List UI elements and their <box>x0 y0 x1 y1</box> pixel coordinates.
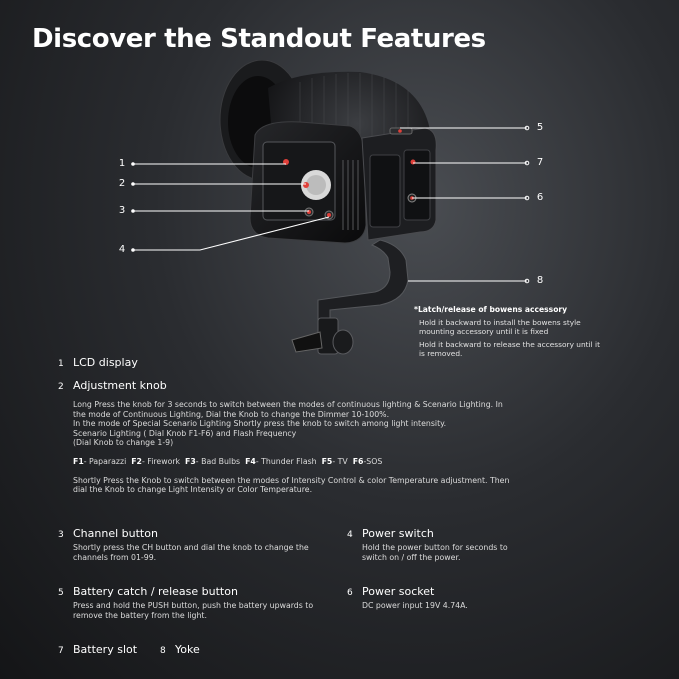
fkey-label: - Firework <box>141 456 181 466</box>
feature-yoke: 8 Yoke <box>160 643 200 656</box>
callout-6: 6 <box>536 192 544 203</box>
feature-number: 5 <box>58 588 64 598</box>
bowens-note-line: Hold it backward to install the bowens s… <box>419 318 581 336</box>
callout-3: 3 <box>118 205 126 216</box>
fkey-label: - Thunder Flash <box>255 456 317 466</box>
bowens-note: *Latch/release of bowens accessory Hold … <box>414 305 604 362</box>
feature-name: Battery catch / release button <box>73 585 238 598</box>
fkey-label: - TV <box>332 456 348 466</box>
feature-description: Press and hold the PUSH button, push the… <box>73 601 314 620</box>
fkey: F2 <box>131 456 142 466</box>
battery-compartment <box>361 127 437 241</box>
feature-description: Hold the power button for seconds to swi… <box>362 543 508 562</box>
fkey-label: -SOS <box>363 456 383 466</box>
feature-name: Adjustment knob <box>73 379 167 392</box>
fkey: F5 <box>321 456 333 466</box>
page-title: Discover the Standout Features <box>32 24 486 54</box>
feature-number: 7 <box>58 646 64 656</box>
knob-text: Long Press the knob for 3 seconds to swi… <box>73 400 503 419</box>
feature-number: 8 <box>160 646 166 656</box>
fkey-label: - Bad Bulbs <box>195 456 241 466</box>
feature-name: Channel button <box>73 527 158 540</box>
callout-5: 5 <box>536 122 544 133</box>
callout-8: 8 <box>536 275 544 286</box>
knob-text: Shortly Press the Knob to switch between… <box>73 475 510 495</box>
knob-text: In the mode of Special Scenario Lighting… <box>73 419 447 429</box>
feature-number: 6 <box>347 588 353 598</box>
feature-channel-button: 3 Channel button Shortly press the CH bu… <box>58 527 328 562</box>
fkey-label: - Paparazzi <box>83 456 127 466</box>
light-diagram <box>131 60 530 355</box>
fkey: F1 <box>73 456 84 466</box>
feature-name: Power switch <box>362 527 434 540</box>
feature-name: Yoke <box>175 643 200 656</box>
feature-adjustment-knob: 2 Adjustment knob <box>58 379 167 392</box>
feature-battery-slot: 7 Battery slot <box>58 643 137 656</box>
feature-lcd-display: 1 LCD display <box>58 356 138 369</box>
leader-lines <box>133 127 527 282</box>
callout-7: 7 <box>536 157 544 168</box>
knob-text: (Dial Knob to change 1-9) <box>73 438 174 448</box>
callout-2: 2 <box>118 178 126 189</box>
feature-name: Power socket <box>362 585 435 598</box>
bowens-note-line: Hold it backward to release the accessor… <box>419 340 600 358</box>
fkey: F3 <box>185 456 196 466</box>
feature-description: DC power input 19V 4.74A. <box>362 601 468 610</box>
light-body <box>249 121 367 244</box>
yoke <box>291 239 409 355</box>
fkey: F4 <box>245 456 256 466</box>
fkey: F6 <box>352 456 364 466</box>
scenario-modes: F1- Paparazzi F2- Firework F3- Bad Bulbs… <box>73 457 513 467</box>
callout-4: 4 <box>118 244 126 255</box>
knob-text: Scenario Lighting ( Dial Knob F1-F6) and… <box>73 428 297 438</box>
feature-power-socket: 6 Power socket DC power input 19V 4.74A. <box>347 585 517 611</box>
feature-battery-catch: 5 Battery catch / release button Press a… <box>58 585 328 620</box>
feature-number: 1 <box>58 359 64 369</box>
feature-power-switch: 4 Power switch Hold the power button for… <box>347 527 517 562</box>
feature-number: 2 <box>58 382 64 392</box>
bowens-note-heading: *Latch/release of bowens accessory <box>414 305 568 314</box>
knob-description: Long Press the knob for 3 seconds to swi… <box>73 400 513 504</box>
feature-description: Shortly press the CH button and dial the… <box>73 543 309 562</box>
feature-number: 3 <box>58 530 64 540</box>
feature-name: LCD display <box>73 356 138 369</box>
callout-1: 1 <box>118 158 126 169</box>
feature-number: 4 <box>347 530 353 540</box>
feature-name: Battery slot <box>73 643 138 656</box>
